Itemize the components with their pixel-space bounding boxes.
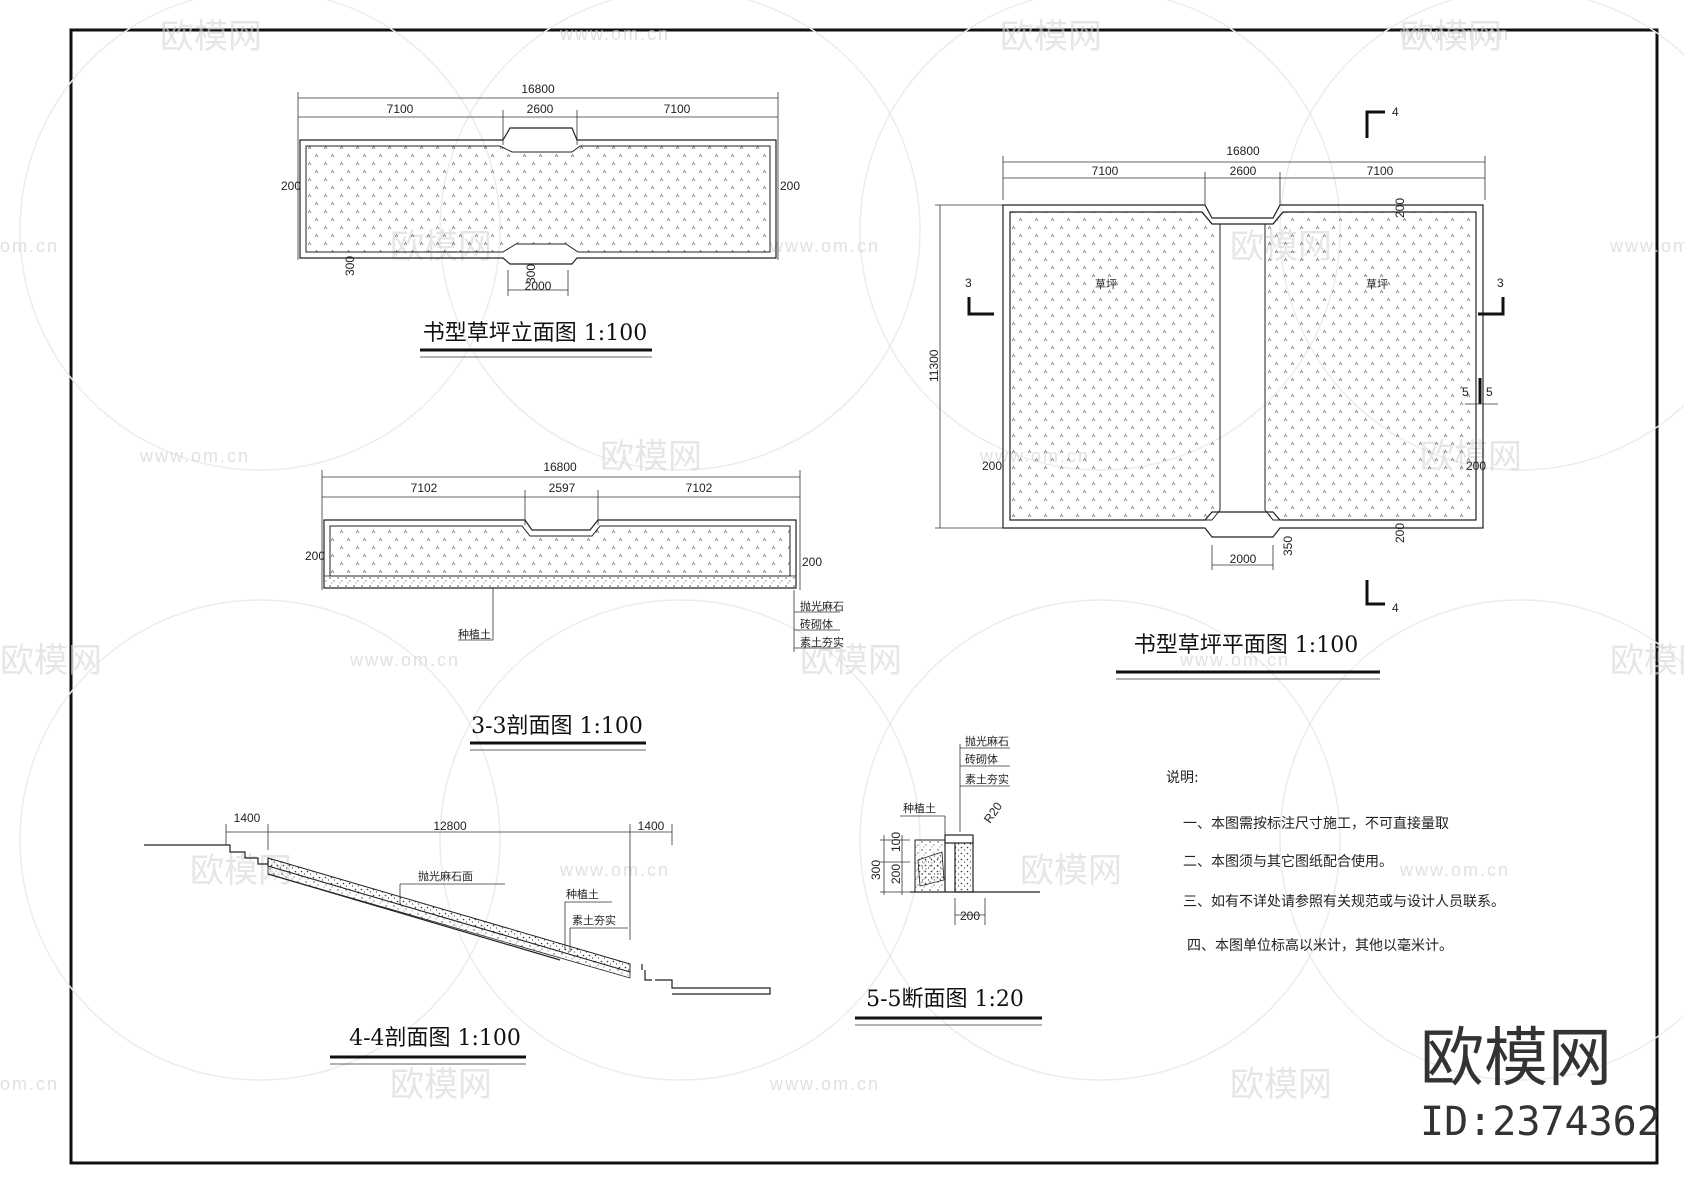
- watermark-url: om.cn: [0, 1074, 59, 1094]
- watermark-brand: 欧模网: [1230, 1065, 1332, 1105]
- brand-id: ID:2374362: [1420, 1099, 1661, 1145]
- section55-dim-top: 100: [889, 832, 903, 852]
- section-3-3-view: 16800 7102 2597 7102 200 200 种植土 抛光麻石 砖砌…: [305, 460, 844, 751]
- section33-title: 3-3剖面图 1:100: [471, 714, 643, 739]
- watermark-brand: 欧模网: [1000, 17, 1102, 57]
- elevation-dim-bottom-small: 300: [343, 256, 357, 276]
- section33-layer3: 素土夯实: [800, 635, 844, 649]
- brand-stamp: 欧模网 ID:2374362: [1420, 1022, 1661, 1145]
- section55-soil-label: 种植土: [903, 801, 936, 815]
- section55-dim-bottom: 200: [889, 864, 903, 884]
- section55-layer3: 素土夯实: [965, 772, 1009, 786]
- elevation-dim-bottom-small2: 300: [524, 264, 538, 284]
- cut-mark-3-right: [1478, 297, 1505, 316]
- section55-dim-width: 200: [960, 909, 980, 923]
- section33-dim-left: 7102: [411, 481, 438, 495]
- plan-dim-middle: 2600: [1230, 164, 1257, 178]
- section44-soil-label: 种植土: [566, 887, 599, 901]
- plan-dim-bottom-notch: 350: [1281, 536, 1295, 556]
- watermark-url: www.om.cn: [1399, 24, 1510, 44]
- section55-layer1: 抛光麻石: [965, 734, 1009, 748]
- section33-soil-label: 种植土: [458, 627, 491, 641]
- plan-dim-bottom-gap: 200: [1393, 523, 1407, 543]
- watermark-brand: 欧模网: [160, 17, 262, 57]
- section44-base-label: 素土夯实: [572, 913, 616, 927]
- plan-dim-right: 7100: [1367, 164, 1394, 178]
- elevation-dim-middle: 2600: [527, 102, 554, 116]
- section55-title: 5-5断面图 1:20: [866, 987, 1024, 1012]
- watermark-brand: 欧模网: [600, 437, 702, 477]
- watermark-brand: 欧模网: [1400, 17, 1502, 57]
- plan-cut5-left: 5: [1462, 385, 1469, 399]
- section33-dim-total: 16800: [543, 460, 577, 474]
- watermark-brand: 欧模网: [390, 1065, 492, 1105]
- watermark-brand: 欧模网: [1610, 641, 1684, 681]
- watermark-brand: 欧模网: [1020, 851, 1122, 891]
- plan-cut4-bottom: 4: [1392, 601, 1399, 615]
- section33-layer1: 抛光麻石: [800, 599, 844, 613]
- plan-dim-top-gap: 200: [1393, 198, 1407, 218]
- elevation-dim-left: 7100: [387, 102, 414, 116]
- section33-dim-side-right: 200: [802, 555, 822, 569]
- plan-cut3-right: 3: [1497, 276, 1504, 290]
- elevation-dim-side-right: 200: [780, 179, 800, 193]
- notes-heading: 说明:: [1166, 770, 1199, 786]
- section55-dim-total: 300: [869, 860, 883, 880]
- watermark-url: www.om.cn: [1609, 236, 1684, 256]
- plan-dim-left: 7100: [1092, 164, 1119, 178]
- watermark-url: www.om.cn: [1179, 650, 1290, 670]
- brand-logo-text: 欧模网: [1420, 1022, 1612, 1096]
- sheet-border: [69, 28, 1659, 1165]
- notes-item-4: 四、本图单位标高以米计，其他以毫米计。: [1187, 937, 1453, 954]
- plan-title: 书型草坪平面图 1:100: [1134, 633, 1358, 658]
- watermark-brand: 欧模网: [0, 641, 102, 681]
- notes-block: 说明: 一、本图需按标注尺寸施工，不可直接量取 二、本图须与其它图纸配合使用。 …: [1166, 770, 1505, 954]
- elevation-dim-right: 7100: [664, 102, 691, 116]
- cut-mark-3-left: [967, 297, 994, 316]
- plan-cut4-top: 4: [1392, 105, 1399, 119]
- watermark-url: www.om.cn: [559, 860, 670, 880]
- plan-view: 16800 7100 2600 7100 11300 草坪 草坪 200 200…: [927, 105, 1505, 680]
- cut-mark-4-bottom: [1365, 580, 1385, 606]
- section-4-4-view: 1400 12800 1400 抛光麻石面 种植土 素土夯实 4-4剖面图 1:…: [144, 811, 771, 1065]
- section33-layer2: 砖砌体: [800, 617, 833, 631]
- section33-dim-right: 7102: [686, 481, 713, 495]
- elevation-view: 16800 7100 2600 7100 200 200 300 300 200…: [281, 82, 800, 358]
- watermark-url: www.om.cn: [349, 650, 460, 670]
- section-5-5-view: 抛光麻石 砖砌体 素土夯实 种植土 300 100 200 R20 200 5-…: [855, 734, 1042, 1026]
- plan-lawn-left-label: 草坪: [1095, 278, 1117, 291]
- plan-dim-side-left: 200: [982, 459, 1002, 473]
- section44-dim-left: 1400: [234, 811, 261, 825]
- watermark-url: www.om.cn: [139, 446, 250, 466]
- section44-title: 4-4剖面图 1:100: [349, 1026, 521, 1051]
- section44-surface-label: 抛光麻石面: [418, 869, 473, 883]
- watermark-url: www.om.cn: [1399, 860, 1510, 880]
- notes-item-1: 一、本图需按标注尺寸施工，不可直接量取: [1183, 815, 1449, 832]
- section33-dim-side-left: 200: [305, 549, 325, 563]
- plan-cut5-right: 5: [1486, 385, 1493, 399]
- watermark-url: om.cn: [0, 236, 59, 256]
- section55-layer2: 砖砌体: [965, 752, 998, 766]
- section44-dim-right: 1400: [638, 819, 665, 833]
- plan-dim-height: 11300: [927, 349, 941, 382]
- watermark-url: www.om.cn: [769, 236, 880, 256]
- plan-lawn-right-label: 草坪: [1366, 278, 1388, 291]
- notes-item-3: 三、如有不详处请参照有关规范或与设计人员联系。: [1183, 893, 1505, 910]
- section33-dim-middle: 2597: [549, 481, 576, 495]
- elevation-dim-total: 16800: [521, 82, 555, 96]
- elevation-dim-bottom-width: 2000: [525, 279, 552, 293]
- watermark-url: www.om.cn: [559, 24, 670, 44]
- plan-dim-bottom-width: 2000: [1230, 552, 1257, 566]
- elevation-title: 书型草坪立面图 1:100: [423, 321, 647, 346]
- notes-item-2: 二、本图须与其它图纸配合使用。: [1183, 853, 1393, 870]
- watermark-url: www.om.cn: [769, 1074, 880, 1094]
- cut-mark-4-top: [1365, 110, 1385, 138]
- plan-dim-side-right: 200: [1466, 459, 1486, 473]
- elevation-dim-side-left: 200: [281, 179, 301, 193]
- plan-dim-total: 16800: [1226, 144, 1260, 158]
- plan-cut3-left: 3: [965, 276, 972, 290]
- section55-radius: R20: [981, 799, 1005, 825]
- section44-dim-middle: 12800: [433, 819, 467, 833]
